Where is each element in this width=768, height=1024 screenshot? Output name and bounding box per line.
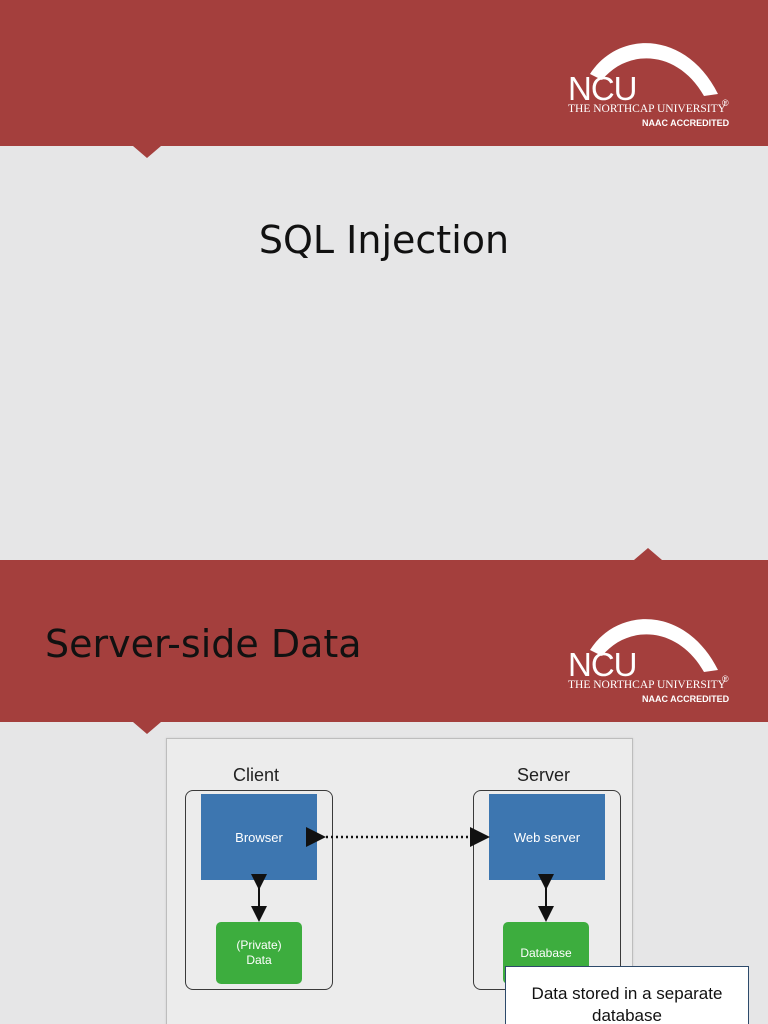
- banner-notch: [133, 722, 161, 734]
- ncu-logo: NCU THE NORTHCAP UNIVERSITY ® NAAC ACCRE…: [568, 36, 738, 136]
- client-group-box: [185, 790, 333, 990]
- logo-accreditation: NAAC ACCREDITED: [642, 118, 730, 128]
- diagram-arrows: [251, 827, 554, 922]
- logo-arch-icon: [590, 619, 718, 672]
- client-label: Client: [233, 765, 280, 785]
- private-data-label-line1: (Private): [236, 938, 282, 952]
- callout-note: Data stored in a separate database: [505, 966, 749, 1024]
- logo-initials: NCU: [568, 70, 637, 107]
- footer-notch: [634, 548, 662, 560]
- header-banner: [0, 560, 768, 722]
- logo-university-name: THE NORTHCAP UNIVERSITY: [568, 103, 726, 115]
- logo-registered-mark: ®: [722, 98, 729, 108]
- banner-notch: [133, 146, 161, 158]
- slide-sql-injection: NCU THE NORTHCAP UNIVERSITY ® NAAC ACCRE…: [0, 0, 768, 560]
- private-data-label-line2: Data: [246, 953, 272, 967]
- logo-initials: NCU: [568, 646, 637, 683]
- logo-accreditation: NAAC ACCREDITED: [642, 694, 730, 704]
- callout-line2: database: [592, 1006, 662, 1024]
- header-banner: [0, 0, 768, 146]
- private-data-box: (Private) Data: [216, 922, 302, 984]
- slide-title: SQL Injection: [258, 218, 510, 262]
- logo-arch-icon: [590, 43, 718, 96]
- slide-server-side-data: Server-side Data NCU THE NORTHCAP UNIVER…: [0, 560, 768, 1024]
- web-server-box: Web server: [489, 794, 605, 880]
- server-label: Server: [517, 765, 571, 785]
- callout-line1: Data stored in a separate: [531, 984, 723, 1003]
- logo-university-name: THE NORTHCAP UNIVERSITY: [568, 679, 726, 691]
- browser-box: Browser: [201, 794, 317, 880]
- ncu-logo: NCU THE NORTHCAP UNIVERSITY ® NAAC ACCRE…: [568, 612, 738, 712]
- logo-registered-mark: ®: [722, 674, 729, 684]
- slide-title: Server-side Data: [45, 622, 362, 666]
